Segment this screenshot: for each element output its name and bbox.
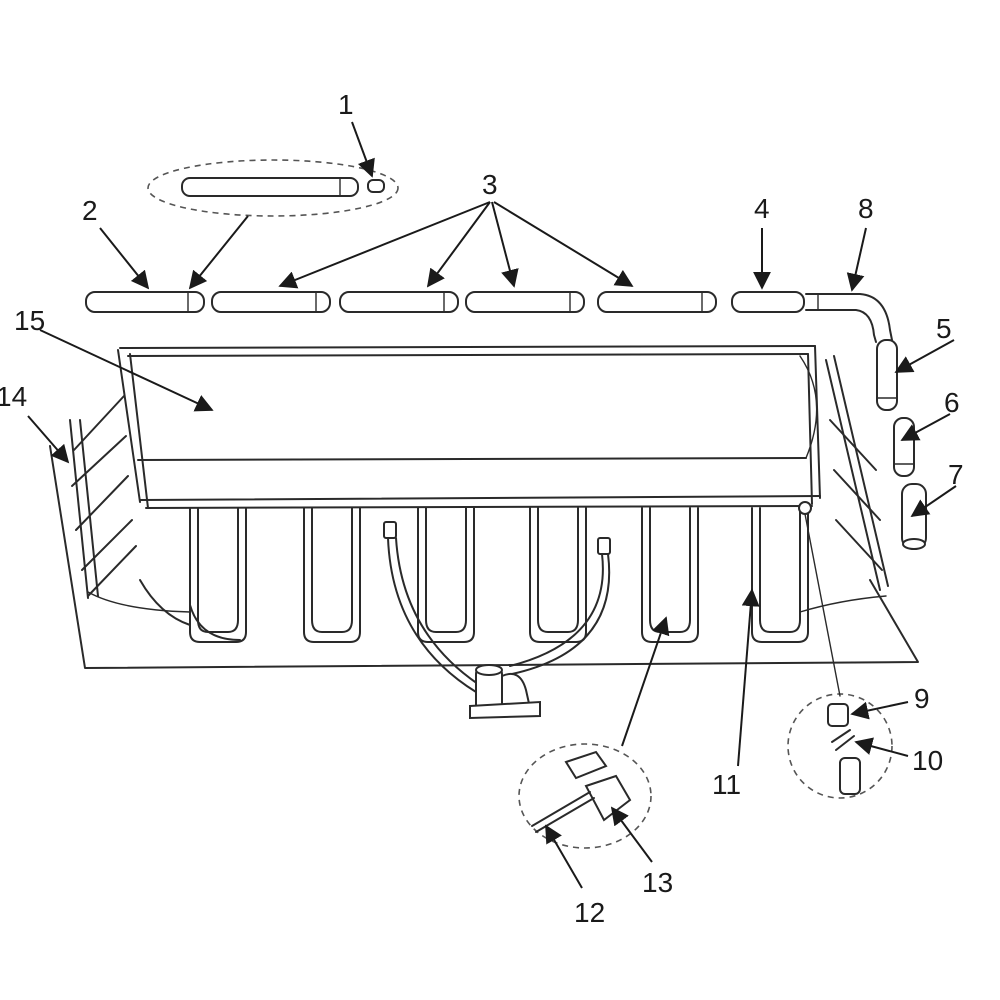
part-label-11: 11 <box>712 769 741 800</box>
left-end-frame <box>69 395 137 599</box>
ground-cloth <box>49 445 919 669</box>
part-labels: 1 2 3 4 5 6 7 8 9 10 11 12 13 14 15 <box>0 89 964 928</box>
front-u-legs <box>189 507 809 643</box>
filter-pump <box>383 521 611 720</box>
right-end-frame <box>825 355 889 591</box>
part-label-2: 2 <box>82 195 98 226</box>
callout-arrows <box>27 121 957 889</box>
part-label-13: 13 <box>642 867 673 898</box>
part-label-15: 15 <box>14 305 45 336</box>
part-label-5: 5 <box>936 313 952 344</box>
top-rail-pipes <box>85 291 805 313</box>
part-label-7: 7 <box>948 459 964 490</box>
vertical-leg-parts <box>876 339 927 550</box>
part-label-12: 12 <box>574 897 605 928</box>
pool-body <box>87 345 887 641</box>
corner-elbow <box>805 293 893 341</box>
detail-circle-joint-pin <box>147 159 399 217</box>
drain-valve <box>798 501 812 515</box>
part-label-10: 10 <box>912 745 943 776</box>
part-label-8: 8 <box>858 193 874 224</box>
detail-circle-leg-cap <box>518 743 652 849</box>
part-label-1: 1 <box>338 89 354 120</box>
part-label-6: 6 <box>944 387 960 418</box>
part-label-9: 9 <box>914 683 930 714</box>
part-label-3: 3 <box>482 169 498 200</box>
part-label-14: 14 <box>0 381 27 412</box>
part-label-4: 4 <box>754 193 770 224</box>
